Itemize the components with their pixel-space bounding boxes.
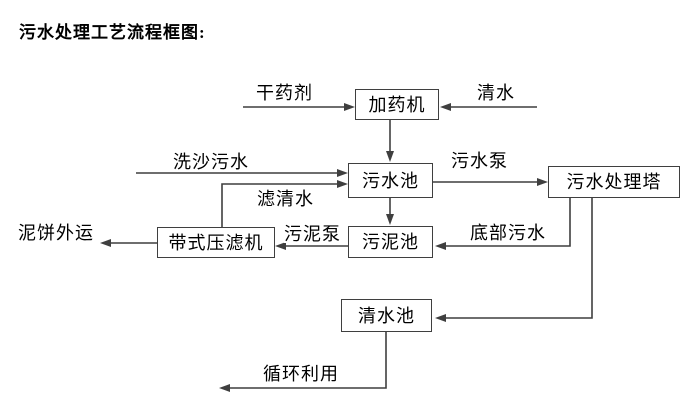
node-sludge-pool: 污泥池 (348, 226, 433, 258)
edge-sewage-to-sludge-arrowhead (386, 214, 394, 225)
edge-clear-water-arrowhead (440, 103, 451, 111)
edge-sand-sewage-arrowhead (337, 169, 348, 177)
edge-label-bottom-sewage: 底部污水 (470, 223, 546, 243)
edge-filtered-water-arrowhead (337, 180, 348, 188)
edge-mud-cake-arrowhead (100, 239, 111, 247)
edge-label-mud-cake-out: 泥饼外运 (18, 223, 94, 243)
edge-label-sewage-pump: 污水泵 (451, 151, 508, 171)
node-sewage-treatment-tower: 污水处理塔 (548, 166, 680, 198)
edge-bottom-sewage-arrowhead (435, 242, 446, 250)
edge-bottom-sewage-line (446, 198, 571, 247)
edge-dry-agent-arrowhead (344, 103, 355, 111)
node-clear-water-pool: 清水池 (341, 299, 432, 332)
edge-label-filtered-water: 滤清水 (257, 189, 314, 209)
node-sewage-pool: 污水池 (348, 163, 433, 198)
node-belt-filter-press: 带式压滤机 (157, 227, 275, 258)
edge-label-sand-washing-sewage: 洗沙污水 (173, 152, 249, 172)
edge-label-recycle-use: 循环利用 (263, 364, 339, 384)
edge-recycle-arrowhead (219, 384, 230, 392)
diagram-title: 污水处理工艺流程框图: (19, 23, 206, 42)
edge-filtered-water-line (221, 183, 337, 227)
edge-recycle-line (230, 332, 387, 389)
edge-tower-to-clear-arrowhead (435, 314, 446, 322)
edge-label-clear-water: 清水 (477, 83, 515, 103)
edge-dosing-to-sewage-arrowhead (386, 151, 394, 162)
edge-sewage-pump-arrowhead (537, 178, 548, 186)
edge-label-dry-agent: 干药剂 (256, 83, 313, 103)
node-dosing-machine: 加药机 (355, 89, 439, 120)
edge-tower-to-clear-line (446, 198, 593, 319)
edge-sludge-pump-arrowhead (275, 242, 286, 250)
edge-label-sludge-pump: 污泥泵 (284, 224, 341, 244)
